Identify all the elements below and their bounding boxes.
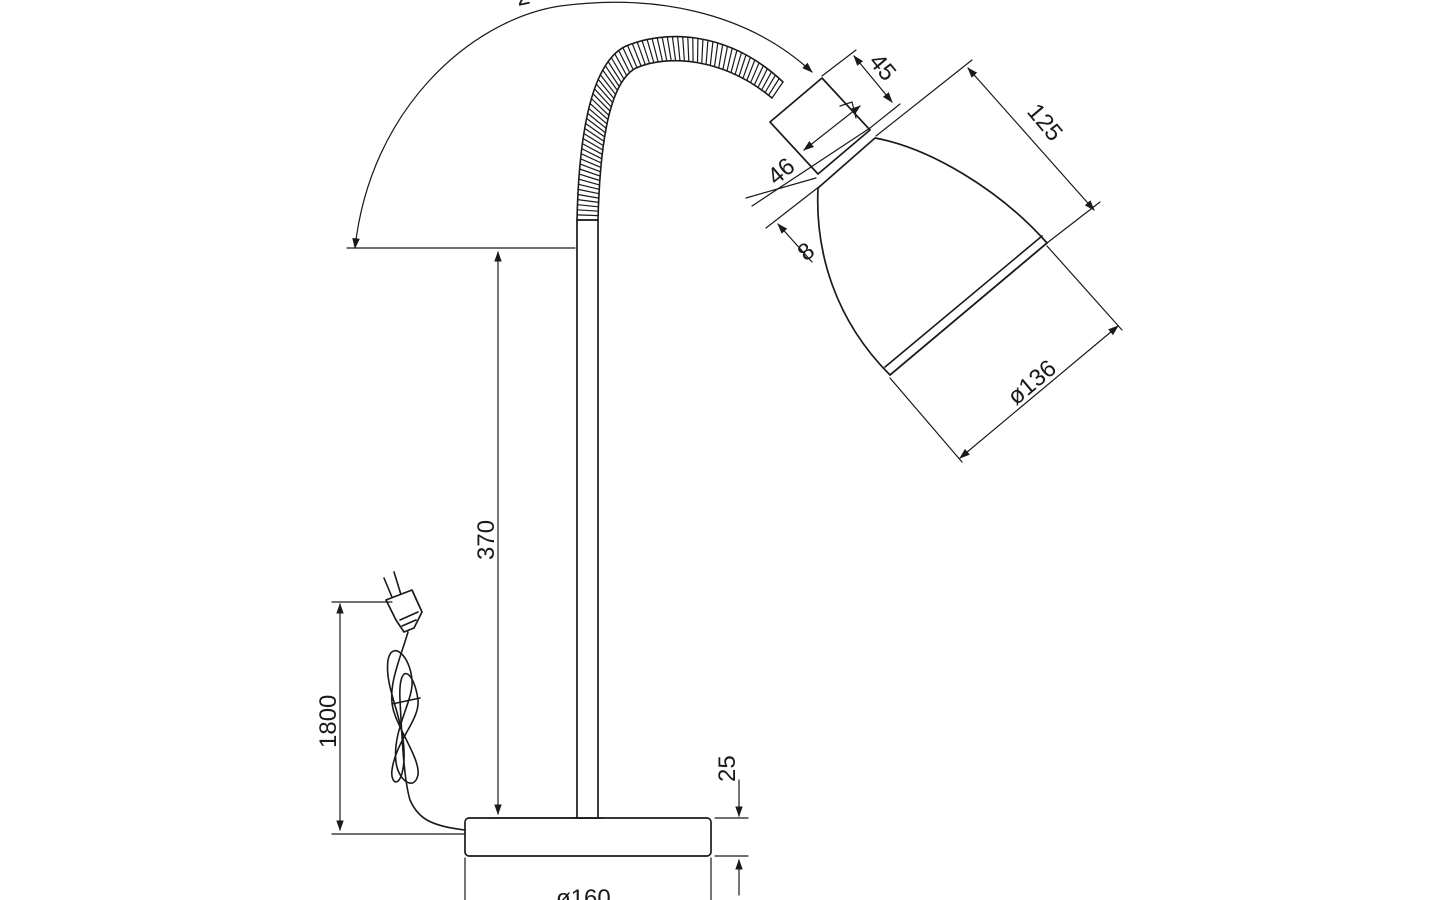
gooseneck-coils xyxy=(576,36,784,221)
lamp-column xyxy=(576,219,599,819)
ring-gap-dim xyxy=(777,223,813,263)
shade-diameter-dim xyxy=(959,325,1119,459)
base-diameter-label: ø160 xyxy=(556,885,611,900)
socket-height-dim xyxy=(853,55,893,103)
socket-width-leader xyxy=(751,127,871,207)
shade-length-label: 125 xyxy=(1021,99,1067,147)
shade-length-dim xyxy=(967,67,1095,211)
lamp-body xyxy=(383,35,1048,857)
ring-gap-label: 8 xyxy=(793,237,821,266)
power-plug xyxy=(383,571,423,633)
cable-length-label: 1800 xyxy=(315,695,342,748)
socket-width-label: 46 xyxy=(763,153,801,191)
gooseneck-outline-inner xyxy=(597,59,773,221)
arc-dimension-line xyxy=(352,1,813,250)
lamp-base xyxy=(464,817,712,857)
dimension-lines xyxy=(331,1,1123,900)
power-cable xyxy=(386,631,466,831)
shade-rim xyxy=(884,235,1043,368)
socket-width-dim xyxy=(803,105,861,151)
arc-reach-label: 2 xyxy=(514,0,533,12)
cable-tie xyxy=(391,697,421,705)
gooseneck-outline-outer xyxy=(576,35,784,221)
base-height-label: 25 xyxy=(714,755,741,782)
column-height-label: 370 xyxy=(473,520,500,560)
dimension-labels: 2 45 125 46 8 ø136 370 1800 25 ø160 xyxy=(315,0,1068,900)
shade-rim-2 xyxy=(889,242,1048,376)
shade-diameter-label: ø136 xyxy=(1003,355,1062,411)
socket-height-label: 45 xyxy=(863,49,901,87)
